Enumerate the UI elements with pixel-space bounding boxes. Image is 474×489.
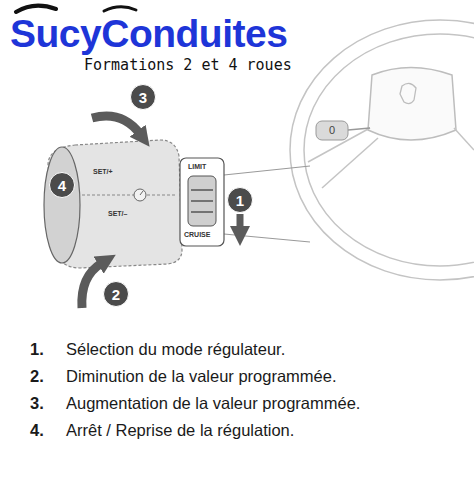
callout-circle: 1 [227,187,253,213]
speed-icon [134,189,146,201]
list-item: Arrêt / Reprise de la régulation. [66,421,294,440]
wheel-spoke [322,138,378,188]
list-item: Augmentation de la valeur programmée. [66,394,360,413]
stalk-marking: 0 [329,124,335,136]
logo-text: SucyConduites [10,14,287,53]
list-item: Sélection du mode régulateur. [66,340,285,359]
callout-circle-fill [104,282,129,307]
callout-arrow [237,214,244,230]
button-marking: LIMIT [188,163,206,171]
logo-swoosh [104,7,136,11]
brand-logo [400,83,416,103]
callout-arrow [82,263,102,308]
callout-circle: 3 [130,84,156,110]
callout-number: 4 [58,178,66,193]
logo-swoosh [16,6,56,12]
stalk-shaft [224,234,310,242]
stalk-end-cap [44,147,80,263]
list-number: 1. [30,340,44,359]
callout-circle: 2 [103,281,129,307]
callout-number: 3 [139,90,147,105]
callout-arrow [92,116,140,134]
callout-number: 2 [112,287,120,302]
button-marking: CRUISE [184,231,210,239]
logo-subtitle: Formations 2 et 4 roues [84,56,292,74]
button-marking: SET/+ [93,168,113,176]
control-module [180,158,224,246]
wheel-hub [368,68,456,141]
callout-circle-fill [50,173,75,198]
button-divider [82,195,176,196]
wheel-rim [304,34,474,266]
wheel-stalk-shaft [348,128,370,130]
callout-circle: 4 [49,172,75,198]
list-number: 3. [30,394,44,413]
callout-circle-fill [131,85,156,110]
button-marking: SET/– [108,210,127,218]
wheel-stalk [316,121,348,140]
callout-number: 1 [236,193,244,208]
roller-switch [188,176,216,226]
stalk-shaft [224,166,310,175]
roller-ridges [191,190,213,212]
wheel-spoke [454,128,474,150]
list-number: 4. [30,421,44,440]
list-number: 2. [30,367,44,386]
wheel-rim [290,20,474,280]
speed-icon-needle [140,191,143,195]
callout-circle-fill [228,188,253,213]
list-item: Diminution de la valeur programmée. [66,367,337,386]
